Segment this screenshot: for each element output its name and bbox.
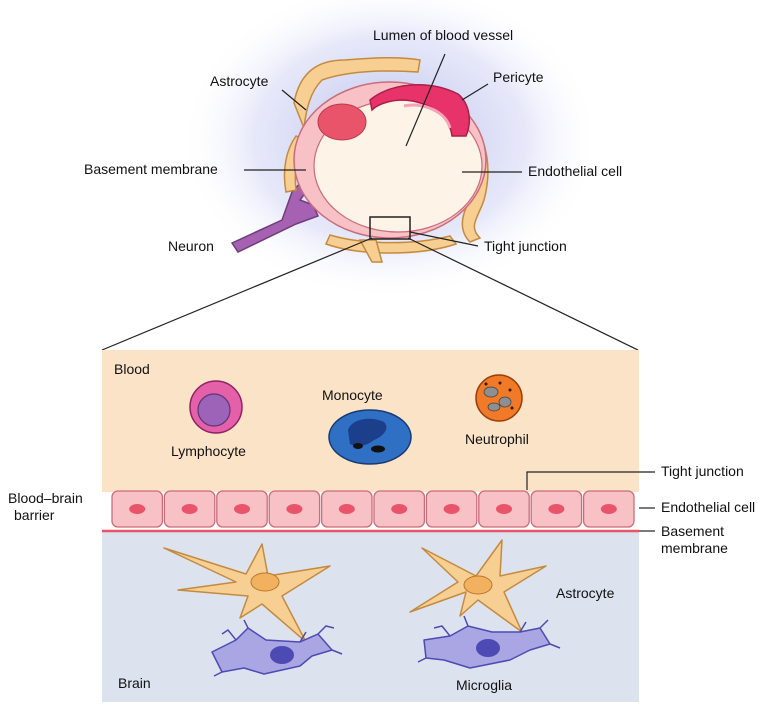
- microglia-left: [211, 619, 343, 677]
- endothelial-cell: [582, 490, 635, 528]
- label-astrocyte-top: Astrocyte: [210, 73, 269, 89]
- monocyte: [328, 409, 412, 465]
- label-microglia: Microglia: [456, 677, 512, 693]
- endothelial-nucleus: [338, 504, 355, 514]
- endothelial-nucleus: [317, 103, 367, 141]
- neuron: [230, 178, 320, 253]
- endothelial-cell: [478, 490, 530, 528]
- label-basement-line1: Basement: [661, 523, 724, 539]
- endothelial-cell: [268, 490, 321, 528]
- label-lymphocyte: Lymphocyte: [171, 443, 246, 459]
- endothelial-cell: [216, 490, 268, 528]
- endothelial-cell: [163, 490, 216, 528]
- label-blood: Blood: [114, 361, 150, 377]
- astrocyte-left: [163, 543, 331, 643]
- magnified-panel: Blood Lymphocyte Monocyte Neutrophil Tig…: [8, 350, 755, 702]
- vessel-cross-section: Lumen of blood vessel Astrocyte Pericyte…: [84, 0, 639, 351]
- endothelial-nucleus: [234, 504, 250, 514]
- label-bbb-line2: barrier: [14, 507, 55, 523]
- tight-junction-leader: [526, 471, 655, 490]
- endothelial-nucleus: [443, 504, 460, 514]
- endothelial-cell: [530, 490, 583, 528]
- pericyte: [369, 84, 471, 137]
- label-basement-line2: membrane: [661, 540, 728, 556]
- endothelial-nucleus: [181, 504, 198, 514]
- label-basement-membrane-top: Basement membrane: [84, 161, 218, 177]
- label-neutrophil: Neutrophil: [465, 431, 529, 447]
- label-lumen: Lumen of blood vessel: [373, 27, 513, 43]
- label-tight-junction: Tight junction: [661, 463, 744, 479]
- endothelial-nucleus: [548, 504, 565, 514]
- endothelial-cell: [111, 490, 164, 528]
- pericyte-highlight: [403, 103, 452, 129]
- magnify-box: [369, 216, 411, 240]
- endothelial-nucleus: [600, 504, 617, 514]
- endothelial-cell: [373, 490, 426, 528]
- lymphocyte: [189, 380, 243, 434]
- top-leader-lines: [244, 53, 522, 247]
- label-tight-junction-top: Tight junction: [484, 238, 567, 254]
- label-pericyte: Pericyte: [493, 69, 544, 85]
- endothelial-row: [111, 490, 635, 528]
- label-endothelial-cell-top: Endothelial cell: [528, 163, 622, 179]
- microglia-right: [417, 615, 561, 669]
- label-brain: Brain: [118, 675, 151, 691]
- endothelial-nucleus: [129, 504, 146, 514]
- label-monocyte: Monocyte: [322, 387, 383, 403]
- label-astrocyte: Astrocyte: [556, 585, 615, 601]
- label-bbb-line1: Blood–brain: [8, 490, 83, 506]
- endothelial-nucleus: [391, 504, 408, 514]
- endothelial-cell: [425, 490, 478, 528]
- label-endothelial-cell: Endothelial cell: [661, 499, 755, 515]
- neutrophil: [475, 374, 523, 422]
- label-neuron: Neuron: [168, 238, 214, 254]
- endothelial-cell: [320, 490, 373, 528]
- zoom-line-right: [407, 237, 639, 351]
- endothelial-nucleus: [286, 504, 303, 514]
- endothelial-nucleus: [496, 504, 512, 514]
- zoom-line-left: [101, 237, 373, 351]
